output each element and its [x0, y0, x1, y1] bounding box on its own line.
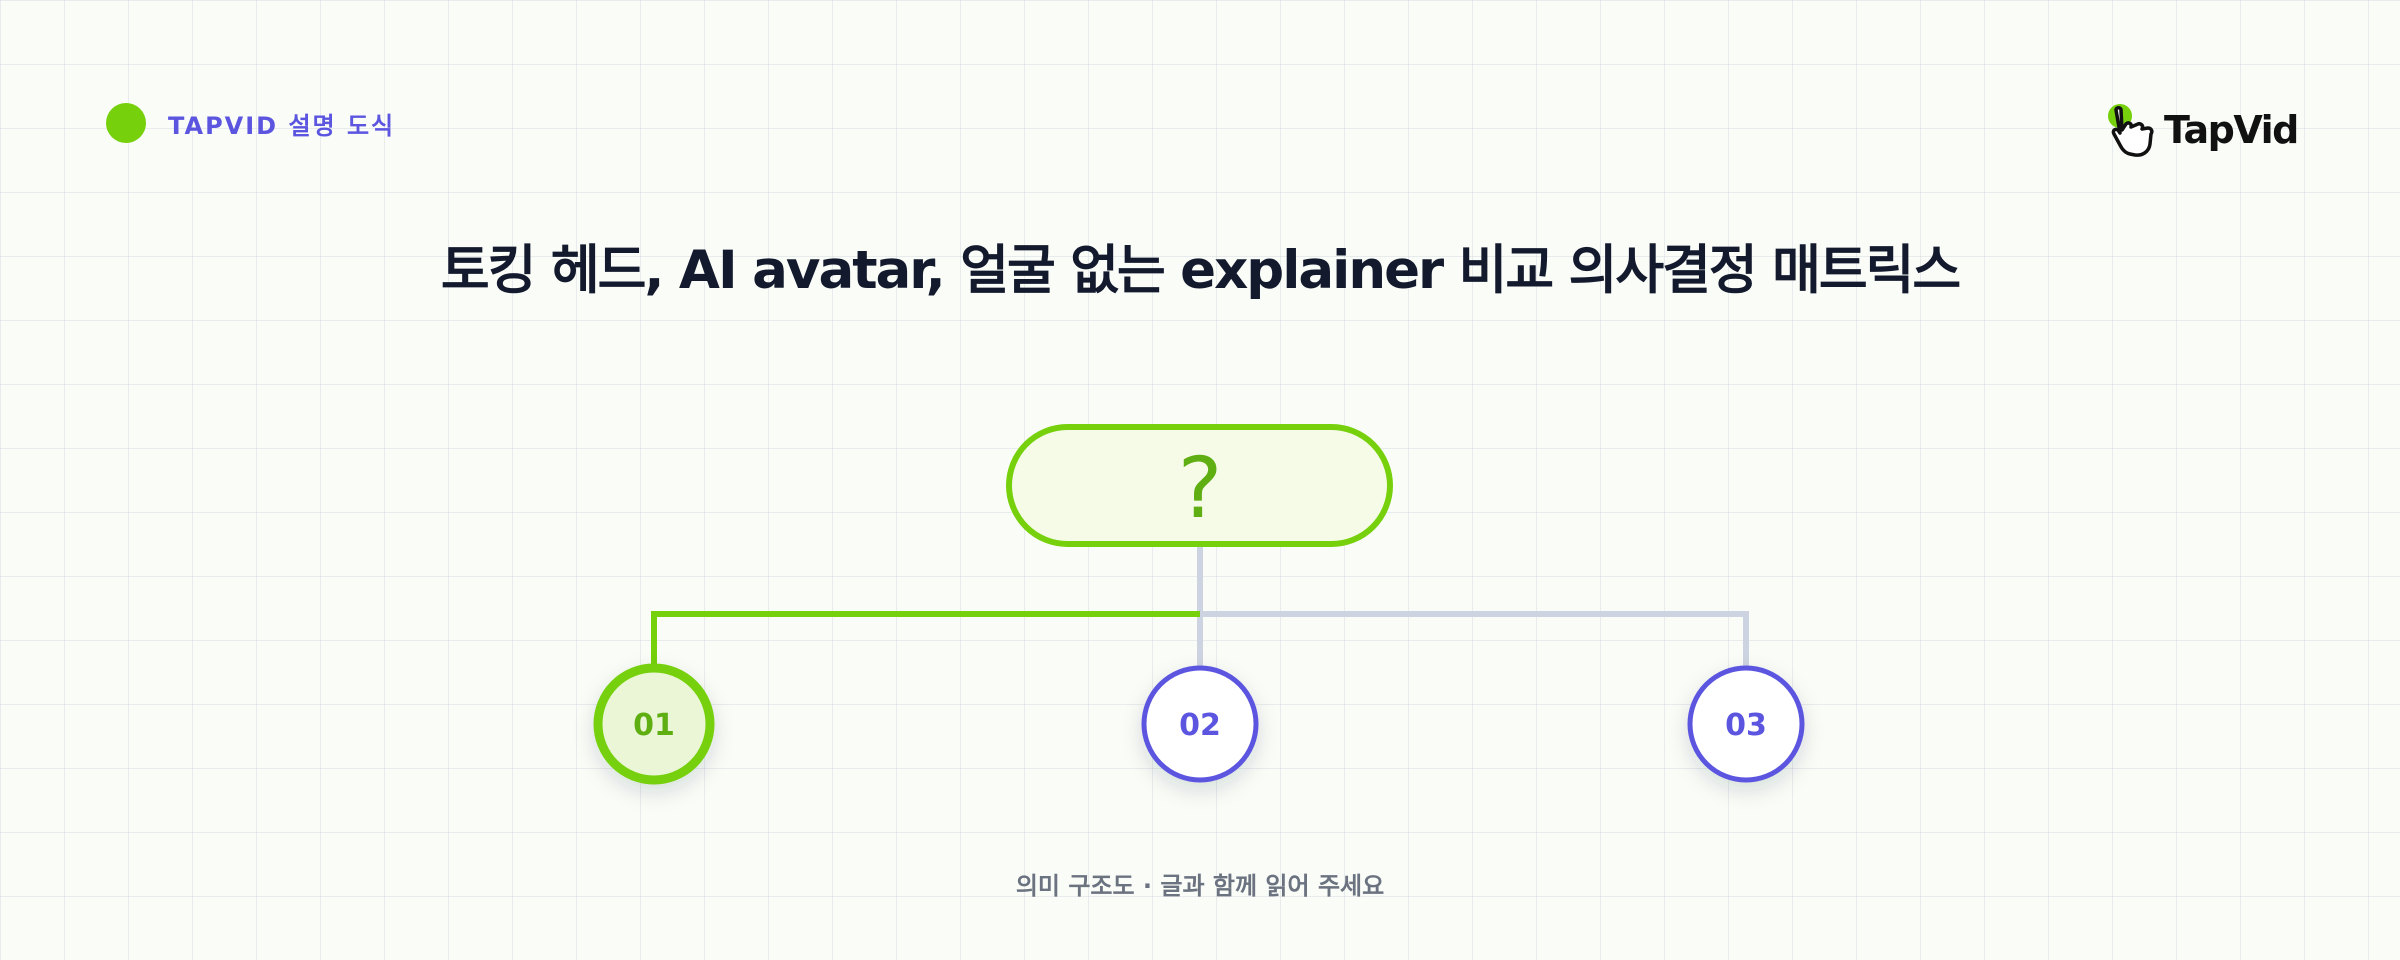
child-label-02: 02 [1179, 708, 1221, 743]
root-label: ? [1178, 439, 1223, 537]
diagram-tag: TAPVID 설명 도식 [106, 102, 395, 144]
tag-dot [106, 103, 146, 143]
connector-root-03 [1200, 611, 1749, 668]
page-title: 토킹 헤드, AI avatar, 얼굴 없는 explainer 비교 의사결… [440, 240, 1961, 301]
hand-pointer-icon [2108, 104, 2154, 157]
root-node: ? [1006, 424, 1393, 547]
tag-label: TAPVID 설명 도식 [168, 111, 396, 140]
footer-caption: 의미 구조도 · 글과 함께 읽어 주세요 [1015, 872, 1385, 900]
child-label-01: 01 [633, 708, 675, 743]
connector-root-01 [651, 611, 1200, 668]
child-node-01: 01 [593, 663, 715, 785]
logo-text: TapVid [2164, 108, 2299, 152]
child-node-03: 03 [1687, 665, 1805, 783]
child-node-02: 02 [1141, 665, 1259, 783]
child-label-03: 03 [1725, 708, 1767, 743]
tapvid-logo[interactable]: TapVid [2104, 100, 2299, 160]
